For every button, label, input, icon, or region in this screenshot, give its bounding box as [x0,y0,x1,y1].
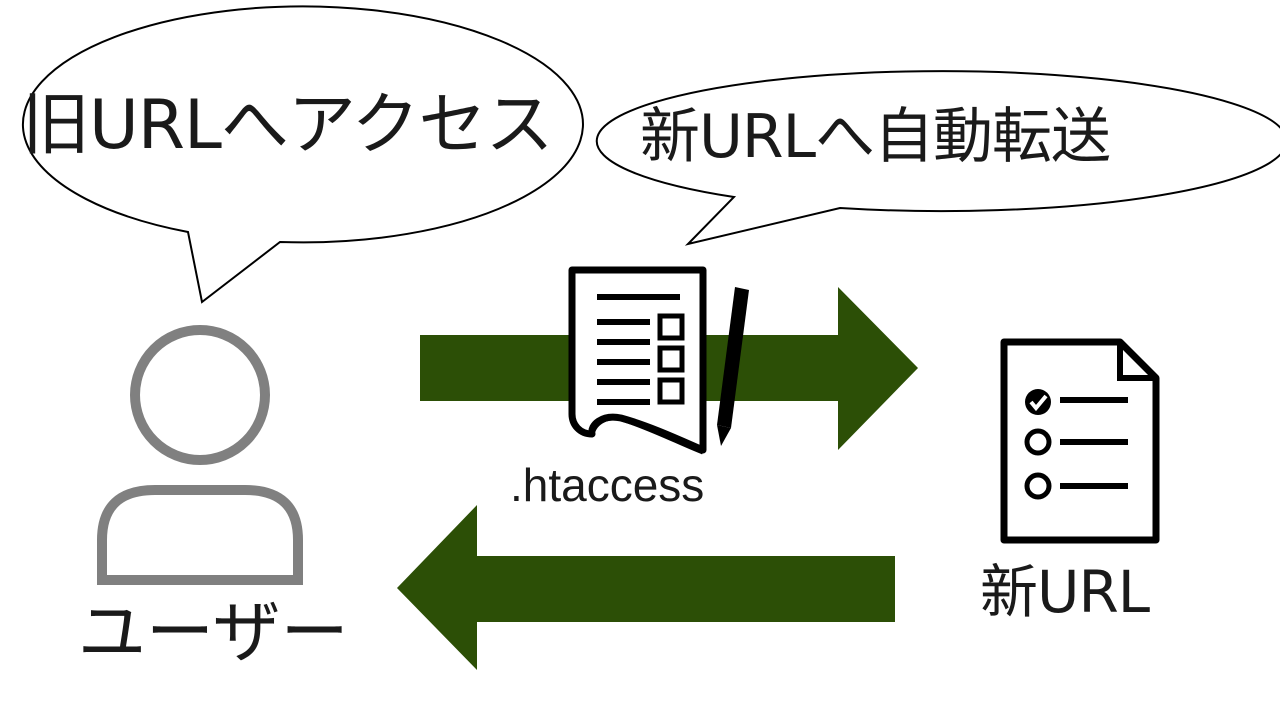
new-url-document-icon [1000,338,1160,544]
user-label: ユーザー [78,594,349,673]
user-icon [97,325,303,585]
old-url-access-text: 旧URLへアクセス [22,86,554,165]
unchecked-circle-icon [1024,472,1052,500]
arrow-left [397,505,895,670]
new-url-label: 新URL [980,558,1150,626]
htaccess-document-icon [568,266,749,455]
speech-bubble-redirect [595,70,1280,246]
unchecked-circle-icon [1024,428,1052,456]
pen-icon [717,287,749,446]
checked-item-icon [1025,389,1051,415]
auto-redirect-text: 新URLへ自動転送 [640,102,1111,172]
speech-bubble-old-url [21,5,584,304]
htaccess-label: .htaccess [510,459,705,511]
